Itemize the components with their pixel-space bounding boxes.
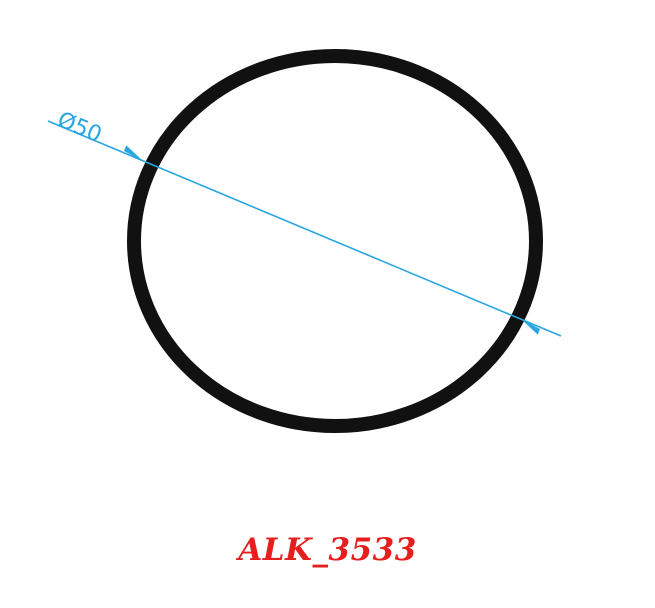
dimension-line bbox=[47, 120, 562, 337]
diameter-label: Ø50 bbox=[54, 107, 105, 148]
diameter-dimension: Ø50 bbox=[47, 107, 562, 337]
dimension-arrow-left bbox=[124, 145, 143, 161]
ring-outline bbox=[127, 49, 543, 433]
part-code-label: ALK_3533 bbox=[238, 532, 417, 568]
dimension-arrow-right bbox=[521, 319, 540, 335]
